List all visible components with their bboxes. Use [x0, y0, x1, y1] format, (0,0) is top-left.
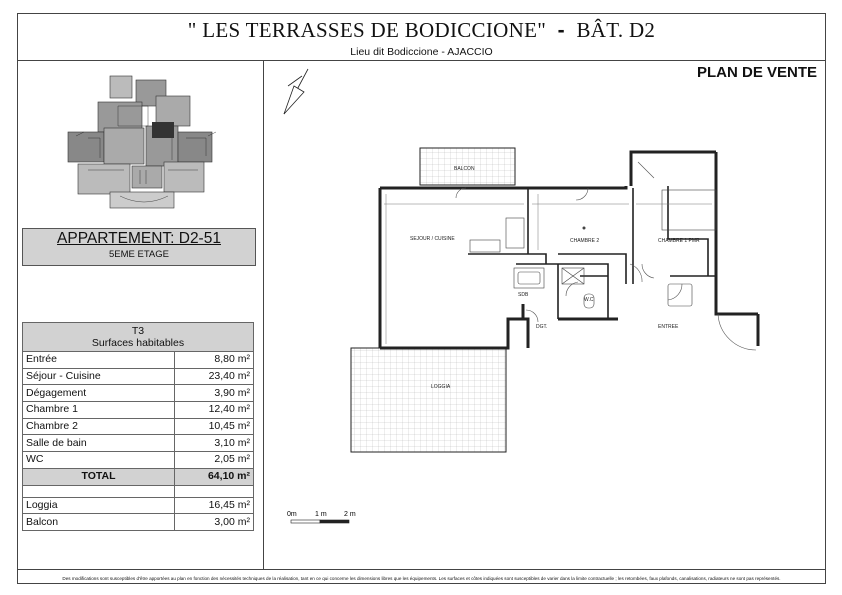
- label-chambre2: CHAMBRE 2: [570, 238, 599, 244]
- label-dgt: DGT.: [536, 324, 547, 330]
- label-loggia: LOGGIA: [431, 384, 451, 390]
- north-arrow-icon: [283, 68, 309, 115]
- surfaces-heading: Surfaces habitables: [91, 337, 185, 349]
- floor-plan: BALCON LOGGIA: [283, 68, 760, 524]
- label-chambre1: CHAMBRE 1 PMR: [658, 238, 700, 244]
- scale-mark-2: 2 m: [344, 511, 356, 518]
- footer-divider: [18, 569, 825, 570]
- row-value: 10,45 m²: [174, 417, 254, 436]
- exterior-walls: [378, 150, 760, 350]
- label-entree: ENTREE: [658, 324, 679, 330]
- label-balcon: BALCON: [454, 166, 475, 172]
- dimension-lines: [384, 194, 712, 344]
- fixtures: [469, 189, 717, 309]
- row-value: 23,40 m²: [174, 367, 254, 386]
- label-sejour: SEJOUR / CUISINE: [410, 236, 455, 242]
- apartment-type: T3: [131, 325, 145, 337]
- door-swings: [455, 161, 757, 351]
- scale-mark-1: 1 m: [315, 511, 327, 518]
- page-title: " LES TERRASSES DE BODICCIONE" - BÂT. D2: [18, 18, 825, 43]
- location-subtitle: Lieu dit Bodiccione - AJACCIO: [350, 46, 493, 58]
- row-value: 8,80 m²: [174, 351, 254, 369]
- apartment-name: APPARTEMENT: D2-51: [57, 230, 221, 247]
- row-value: 3,00 m²: [174, 513, 254, 531]
- label-wc: W.C: [584, 297, 594, 303]
- disclaimer: Des modifications sont susceptibles d'êt…: [62, 576, 781, 581]
- row-label: Séjour - Cuisine: [22, 367, 175, 386]
- total-label: TOTAL: [22, 467, 175, 486]
- interior-walls: [468, 186, 716, 319]
- apartment-floor: 5EME ETAGE: [108, 249, 169, 260]
- loggia: [350, 347, 507, 453]
- building-name: BÂT. D2: [576, 18, 656, 42]
- surfaces-header: T3 Surfaces habitables: [22, 322, 254, 352]
- plan-label: PLAN DE VENTE: [696, 64, 817, 81]
- header-divider: [18, 60, 825, 61]
- scale-bar: 0m 1 m 2 m: [287, 511, 356, 524]
- title-dash: -: [557, 19, 565, 42]
- row-label: Balcon: [22, 513, 175, 531]
- project-name: " LES TERRASSES DE BODICCIONE": [187, 18, 547, 42]
- balcony: [419, 147, 516, 186]
- left-panel: APPARTEMENT: D2-51 5EME ETAGE T3 Surface…: [18, 60, 264, 569]
- row-value: 3,10 m²: [174, 434, 254, 453]
- sheet-frame: " LES TERRASSES DE BODICCIONE" - BÂT. D2…: [17, 13, 826, 584]
- label-sdb: SDB: [518, 292, 529, 298]
- spacer-row: [22, 484, 254, 498]
- apartment-box: APPARTEMENT: D2-51 5EME ETAGE: [22, 228, 256, 266]
- building-keyplan: [67, 75, 217, 209]
- row-label: Chambre 1: [22, 401, 175, 419]
- row-label: Entrée: [22, 351, 175, 369]
- scale-mark-0: 0m: [287, 511, 297, 518]
